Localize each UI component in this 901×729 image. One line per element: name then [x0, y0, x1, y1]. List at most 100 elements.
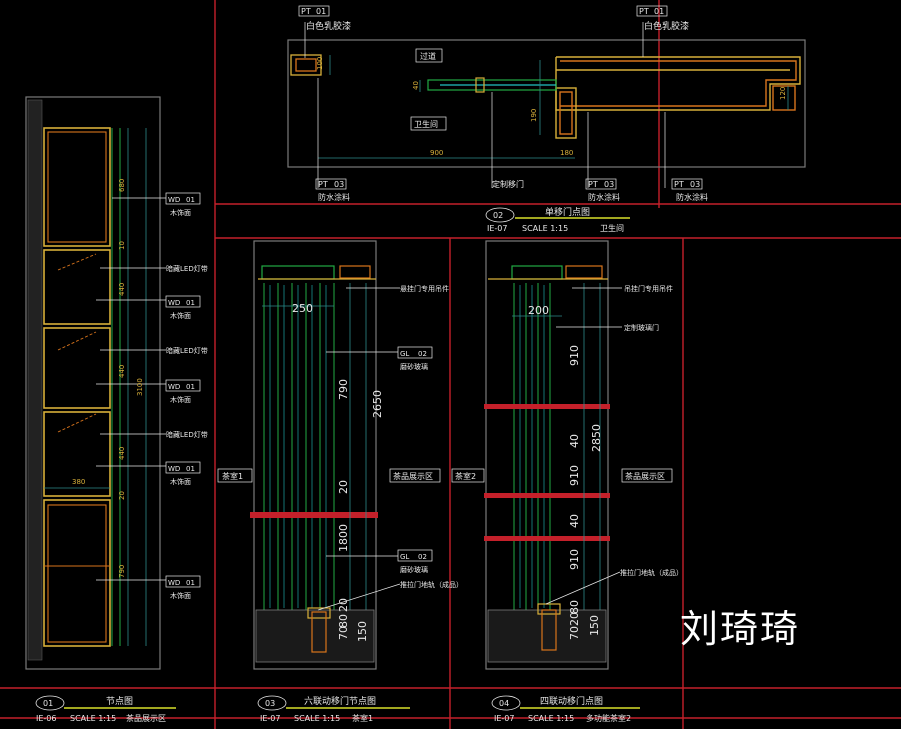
svg-text:WD: WD — [168, 196, 180, 204]
plan-drawing — [287, 22, 806, 188]
svg-text:440: 440 — [118, 447, 126, 460]
svg-text:WD: WD — [168, 465, 180, 473]
svg-text:790: 790 — [337, 379, 350, 400]
svg-text:20: 20 — [337, 480, 350, 494]
sheet-02-area: 卫生间 — [600, 223, 624, 233]
svg-text:磨砂玻璃: 磨砂玻璃 — [400, 362, 428, 371]
svg-text:80: 80 — [337, 614, 350, 628]
svg-text:04: 04 — [499, 699, 509, 708]
sheet-01-title: 01 节点图 IE-06 SCALE 1:15 茶品展示区 — [35, 695, 176, 723]
svg-text:40: 40 — [568, 514, 581, 528]
svg-text:440: 440 — [118, 283, 126, 296]
svg-text:SCALE 1:15: SCALE 1:15 — [528, 714, 574, 723]
svg-text:20: 20 — [568, 612, 581, 626]
svg-text:茶品展示区: 茶品展示区 — [126, 713, 166, 723]
right-rail-note: 吊挂门专用吊件 — [624, 284, 673, 293]
svg-text:IE-07: IE-07 — [494, 714, 514, 723]
plan-door-note: 定制移门 — [492, 179, 524, 189]
plan-tag-b2-code: PT — [588, 180, 598, 189]
plan-tag-b3-note: 防水涂料 — [676, 192, 708, 202]
left-led-note-1: 暗藏LED灯带 — [166, 264, 208, 273]
svg-text:680: 680 — [118, 179, 126, 192]
mid-tag-gl1: GL 02 磨砂玻璃 — [397, 346, 433, 371]
plan-dim-100: 100 — [316, 57, 324, 70]
svg-text:WD: WD — [168, 383, 180, 391]
svg-text:WD: WD — [168, 299, 180, 307]
sheet-04-title: 04 四联动移门点图 IE-07 SCALE 1:15 多功能茶室2 — [491, 695, 640, 723]
svg-text:木饰面: 木饰面 — [170, 591, 191, 600]
svg-text:01: 01 — [186, 465, 195, 473]
svg-text:IE-06: IE-06 — [36, 714, 56, 723]
svg-text:2650: 2650 — [371, 390, 384, 418]
plan-room-b: 卫生间 — [414, 119, 438, 129]
plan-tag-tr-num: 01 — [654, 7, 664, 16]
right-label-left: 茶室2 — [455, 471, 476, 481]
svg-text:01: 01 — [186, 196, 195, 204]
svg-text:440: 440 — [118, 365, 126, 378]
plan-tag-tl-note: 白色乳胶漆 — [306, 20, 351, 32]
svg-text:910: 910 — [568, 345, 581, 366]
svg-text:20: 20 — [118, 491, 126, 500]
svg-text:910: 910 — [568, 549, 581, 570]
plan-dim-900: 900 — [430, 149, 443, 157]
svg-text:WD: WD — [168, 579, 180, 587]
svg-text:01: 01 — [43, 699, 53, 708]
svg-text:790: 790 — [118, 565, 126, 578]
left-tag-4: WD 01 木饰面 — [165, 461, 201, 486]
mid-label-right: 茶品展示区 — [393, 471, 433, 481]
svg-text:02: 02 — [418, 553, 427, 561]
svg-text:四联动移门点图: 四联动移门点图 — [540, 695, 603, 707]
watermark-text: 刘琦琦 — [680, 607, 801, 651]
svg-text:1800: 1800 — [337, 524, 350, 552]
svg-text:2850: 2850 — [590, 424, 603, 452]
left-tag-5: WD 01 木饰面 — [165, 575, 201, 600]
svg-text:10: 10 — [118, 241, 126, 250]
svg-text:节点图: 节点图 — [106, 696, 133, 707]
svg-text:03: 03 — [265, 699, 275, 708]
left-led-note-3: 暗藏LED灯带 — [166, 430, 208, 439]
svg-text:01: 01 — [186, 299, 195, 307]
plan-room-a: 过道 — [420, 51, 436, 61]
svg-text:GL: GL — [400, 553, 409, 561]
svg-text:01: 01 — [186, 383, 195, 391]
right-labels: 200 吊挂门专用吊件 定制玻璃门 推拉门地轨（成品） 茶室2 茶品展示区 91… — [451, 284, 683, 640]
plan-tag-tr-note: 白色乳胶漆 — [644, 20, 689, 32]
plan-tag-tr-code: PT — [639, 7, 649, 16]
right-elevation — [484, 240, 622, 670]
svg-text:木饰面: 木饰面 — [170, 311, 191, 320]
svg-text:SCALE 1:15: SCALE 1:15 — [70, 714, 116, 723]
plan-dim-190: 190 — [530, 109, 538, 122]
svg-text:150: 150 — [356, 621, 369, 642]
plan-dim-40: 40 — [412, 81, 420, 90]
svg-text:70: 70 — [568, 626, 581, 640]
svg-text:70: 70 — [337, 626, 350, 640]
mid-elevation — [250, 240, 401, 670]
svg-text:木饰面: 木饰面 — [170, 395, 191, 404]
mid-dims: 790 2650 20 1800 20 80 70 150 — [337, 379, 384, 642]
svg-text:茶室1: 茶室1 — [352, 713, 373, 723]
plan-tag-b2-note: 防水涂料 — [588, 192, 620, 202]
mid-dim-top: 250 — [292, 302, 313, 315]
right-track-note: 推拉门地轨（成品） — [620, 568, 683, 577]
sheet-02-ref: IE-07 — [487, 224, 507, 233]
mid-labels: 250 悬挂门专用吊件 GL 02 磨砂玻璃 GL 02 磨砂玻璃 推拉门地轨（… — [217, 284, 463, 642]
plan-tag-b1-note: 防水涂料 — [318, 192, 350, 202]
svg-text:3100: 3100 — [136, 378, 144, 396]
svg-text:20: 20 — [337, 598, 350, 612]
svg-text:01: 01 — [186, 579, 195, 587]
left-led-note-2: 暗藏LED灯带 — [166, 346, 208, 355]
plan-tag-b3-code: PT — [674, 180, 684, 189]
svg-text:SCALE 1:15: SCALE 1:15 — [294, 714, 340, 723]
svg-text:80: 80 — [568, 600, 581, 614]
plan-dim-120: 120 — [779, 87, 787, 100]
left-tag-3: WD 01 木饰面 — [165, 379, 201, 404]
svg-text:磨砂玻璃: 磨砂玻璃 — [400, 565, 428, 574]
svg-text:380: 380 — [72, 478, 85, 486]
sheet-02-scale: SCALE 1:15 — [522, 224, 568, 233]
plan-tag-b3-num: 03 — [690, 180, 700, 189]
right-label-right: 茶品展示区 — [625, 471, 665, 481]
svg-text:910: 910 — [568, 465, 581, 486]
right-door-note: 定制玻璃门 — [624, 323, 659, 332]
svg-text:150: 150 — [588, 615, 601, 636]
